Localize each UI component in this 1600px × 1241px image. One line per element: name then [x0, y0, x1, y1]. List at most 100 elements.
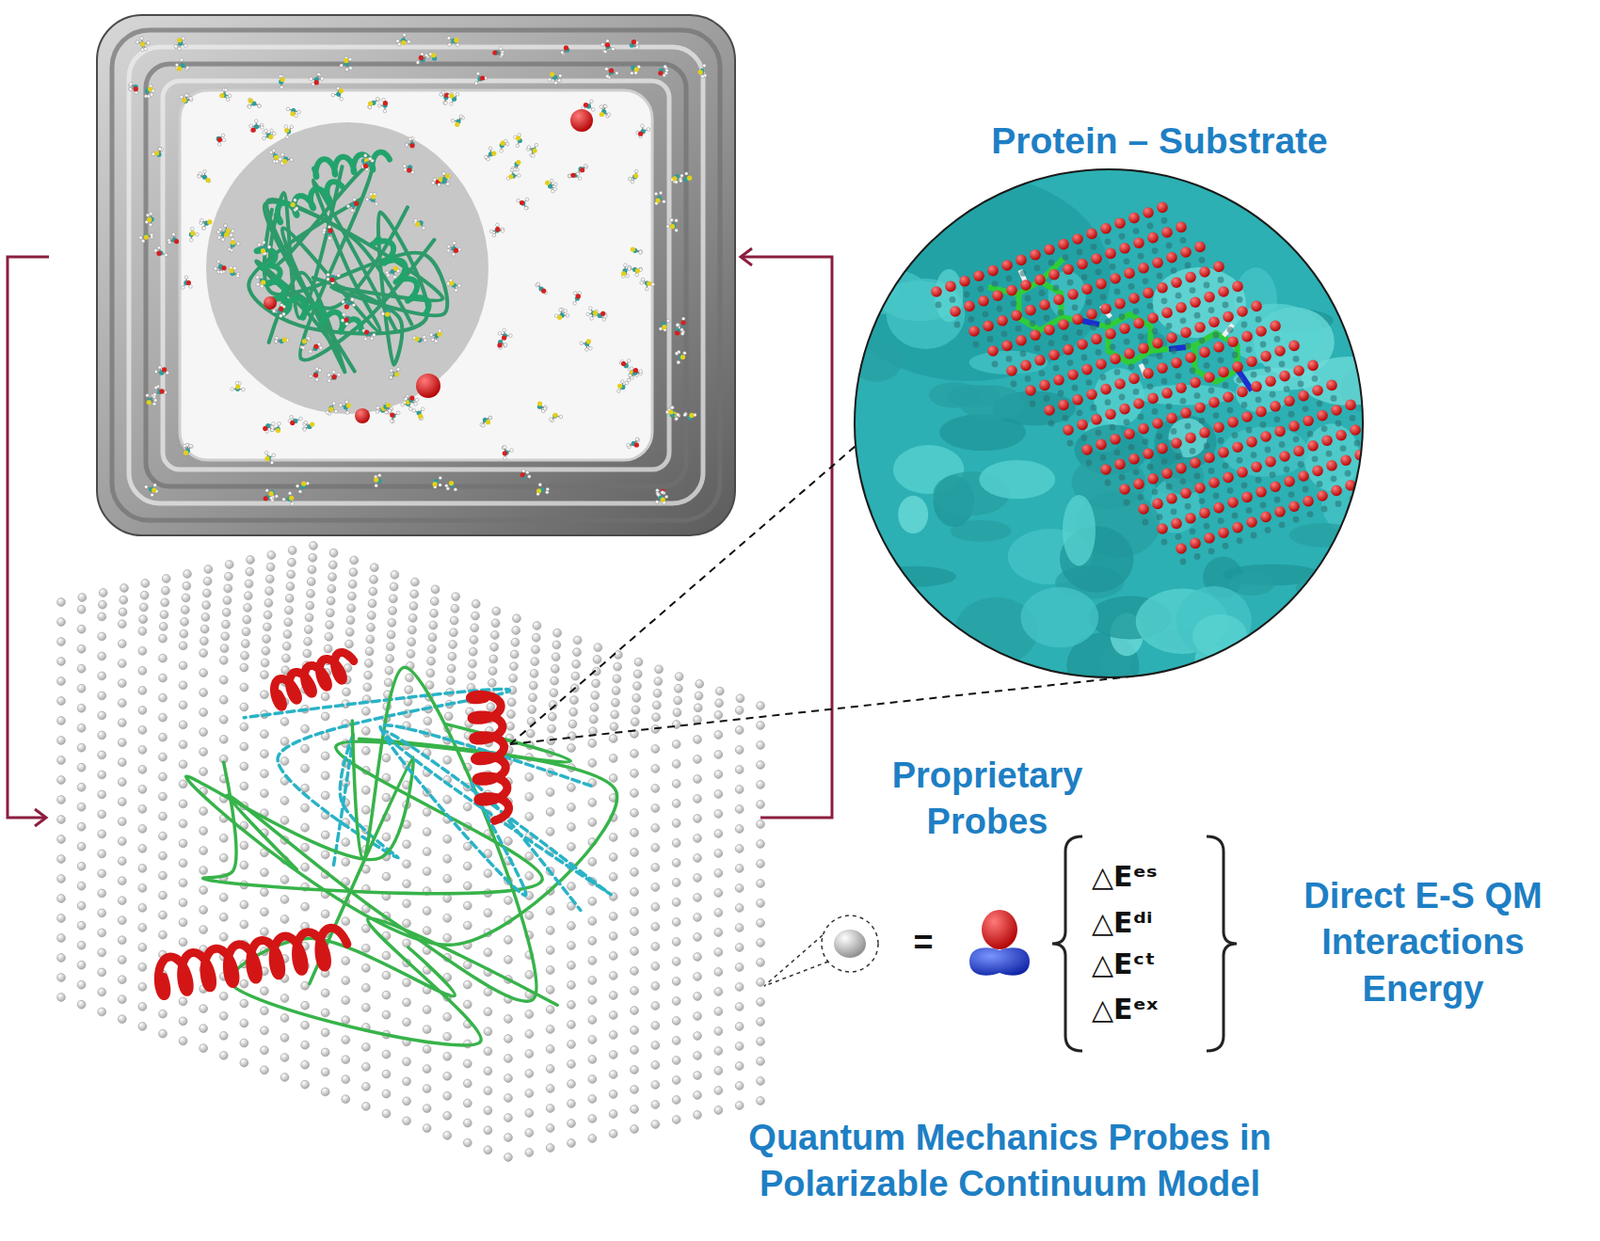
solvent-molecule — [488, 416, 493, 420]
solvent-molecule — [554, 80, 559, 85]
solvent-molecule — [400, 40, 406, 46]
solvent-molecule — [526, 470, 530, 475]
probe-grid — [512, 626, 521, 636]
solvent-molecule — [388, 409, 393, 414]
solvent-molecule — [421, 225, 426, 230]
solvent-molecule — [666, 319, 671, 323]
solvent-molecule — [646, 128, 651, 132]
solvent-molecule — [289, 111, 295, 116]
solvent-molecule — [497, 328, 512, 341]
solvent-molecule — [363, 157, 374, 172]
solvent-molecule — [190, 238, 194, 242]
solvent-molecule — [536, 482, 550, 496]
solvent-molecule — [446, 182, 450, 187]
solvent-molecule — [216, 227, 229, 241]
solvent-molecule — [364, 330, 369, 336]
solvent-molecule — [453, 248, 459, 254]
solvent-molecule — [543, 407, 547, 412]
solvent-molecule — [415, 336, 420, 342]
solvent-molecule — [409, 395, 415, 400]
probe-grid — [368, 599, 377, 608]
probe-grid — [325, 621, 335, 630]
ion-sphere — [570, 109, 593, 132]
solvent-molecule — [189, 285, 193, 289]
solvent-molecule — [674, 416, 679, 421]
solvent-molecule — [272, 422, 276, 427]
probe-grid — [328, 560, 337, 570]
solvent-molecule — [279, 314, 284, 319]
solvent-molecule — [549, 71, 555, 77]
solvent-molecule — [492, 49, 497, 55]
solvent-molecule — [257, 242, 262, 247]
cycle-bracket — [34, 809, 47, 827]
solvent-molecule — [454, 122, 460, 128]
solvent-molecule — [340, 319, 345, 323]
probe-grid — [120, 584, 129, 593]
solvent-molecule — [605, 67, 609, 72]
solvent-molecule — [375, 96, 380, 101]
solvent-molecule — [332, 369, 336, 374]
solvent-molecule — [444, 101, 448, 106]
solvent-molecule — [174, 44, 178, 48]
solvent-molecule — [140, 41, 145, 47]
solvent-molecule — [634, 66, 640, 72]
solvent-molecule — [304, 420, 308, 425]
solvent-molecule — [249, 119, 264, 133]
solvent-molecule — [172, 232, 176, 237]
solvent-molecule — [203, 169, 208, 174]
probe-grid — [407, 638, 416, 647]
solvent-molecule — [437, 183, 442, 188]
solvent-molecule — [420, 407, 425, 412]
probe-grid — [97, 612, 107, 622]
probe-grid — [139, 615, 148, 624]
solvent-molecule — [344, 317, 350, 322]
solvent-molecule — [680, 354, 686, 360]
solvent-molecule — [331, 375, 336, 381]
solvent-molecule — [627, 266, 632, 271]
solvent-molecule — [339, 64, 344, 68]
solvent-molecule — [145, 213, 150, 218]
solvent-molecule — [257, 240, 272, 256]
probe-grid — [326, 596, 336, 606]
probe-grid — [348, 580, 357, 590]
probe-grid — [512, 614, 522, 624]
solvent-molecule — [635, 268, 640, 273]
solvent-molecule — [249, 124, 254, 128]
solvent-molecule — [624, 381, 629, 385]
protein-ribbon — [270, 164, 435, 361]
solvent-molecule — [270, 496, 274, 501]
solvent-molecule — [500, 52, 505, 57]
solvent-molecule — [190, 445, 194, 449]
solvent-molecule — [675, 323, 680, 328]
solvent-molecule — [381, 311, 385, 316]
solvent-molecule — [436, 332, 442, 337]
solvent-molecule — [508, 174, 513, 179]
solvent-molecule — [164, 253, 169, 257]
solvent-molecule — [496, 336, 507, 351]
solvent-molecule — [322, 228, 327, 233]
protein-ribbon — [276, 181, 343, 223]
solvent-molecule — [544, 178, 558, 193]
solvent-molecule — [156, 251, 161, 256]
solvent-molecule — [615, 71, 620, 76]
solvent-molecule — [627, 176, 632, 181]
solvent-box — [206, 122, 489, 415]
solvent-molecule — [325, 401, 338, 416]
probe-grid — [571, 672, 580, 681]
probe-grid — [304, 625, 313, 635]
solvent-molecule — [431, 337, 435, 342]
probe-grid — [221, 632, 230, 641]
probe-grid — [219, 656, 228, 665]
solvent-molecule — [503, 343, 508, 348]
solvent-molecule — [503, 343, 508, 348]
solvent-molecule — [454, 288, 459, 293]
probe-grid — [98, 589, 108, 598]
solvent-molecule — [676, 323, 681, 328]
solvent-molecule — [301, 346, 305, 351]
solvent-molecule — [403, 397, 408, 401]
solvent-molecule — [289, 415, 294, 419]
protein-ribbon — [371, 238, 429, 314]
solvent-molecule — [558, 78, 562, 82]
probe-grid — [348, 592, 357, 601]
solvent-molecule — [447, 248, 451, 253]
